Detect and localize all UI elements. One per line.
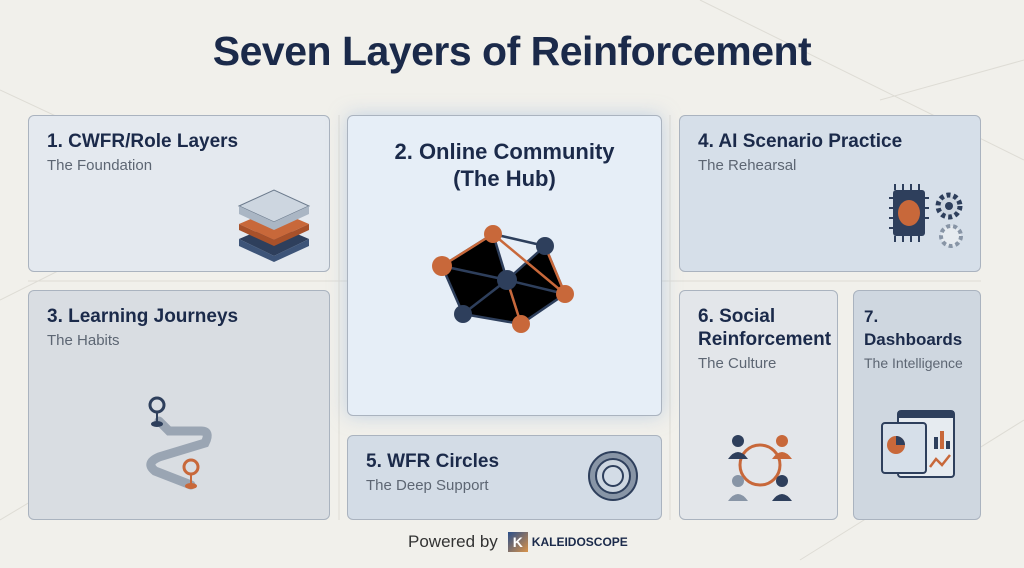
layer-card-wfr-circles: 5. WFR Circles The Deep Support [347, 435, 662, 520]
path-icon [146, 396, 212, 490]
dashboard-icon [881, 410, 955, 478]
layer-card-role-layers: 1. CWFR/Role Layers The Foundation [28, 115, 330, 272]
layer-subtitle: The Rehearsal [698, 157, 797, 174]
layer-subtitle: The Deep Support [366, 477, 489, 494]
kaleidoscope-logo: K KALEIDOSCOPE [507, 532, 628, 552]
layer-title: 3. Learning Journeys [47, 306, 239, 327]
layer-title: 7. Dashboards [864, 307, 963, 349]
layer-title: 5. WFR Circles [366, 451, 500, 472]
footer: Powered by K KALEIDOSCOPE [408, 532, 628, 552]
layer-subtitle: The Intelligence [864, 355, 963, 371]
layer-card-ai-scenario-practice: 4. AI Scenario Practice The Rehearsal [679, 115, 981, 272]
layer-card-social-reinforcement: 6. Social Reinforcement The Culture [679, 290, 838, 520]
layer-title: 6. Social [698, 306, 776, 327]
people-cycle-icon [728, 435, 792, 501]
brand-name: KALEIDOSCOPE [531, 535, 628, 549]
layer-subtitle: The Culture [698, 355, 777, 372]
layer-card-online-community: 2. Online Community (The Hub) [347, 115, 662, 416]
layer-subtitle: The Habits [47, 332, 120, 349]
ring-icon [588, 451, 638, 501]
layer-title-line2: Reinforcement [698, 329, 832, 350]
layer-title-line2: (The Hub) [453, 166, 556, 191]
layer-card-dashboards: 7. Dashboards The Intelligence [853, 290, 981, 520]
ai-chip-gears-icon [889, 184, 963, 248]
stacked-layers-icon [237, 189, 311, 262]
layer-subtitle: The Foundation [47, 157, 153, 174]
powered-by-label: Powered by [408, 532, 498, 551]
layer-title: 4. AI Scenario Practice [698, 131, 903, 152]
layer-card-learning-journeys: 3. Learning Journeys The Habits [28, 290, 330, 520]
kaleidoscope-logo-mark: K [507, 532, 528, 552]
network-icon [432, 225, 574, 333]
page-title: Seven Layers of Reinforcement [212, 28, 812, 74]
layer-title: 2. Online Community [394, 139, 615, 164]
layer-title: 1. CWFR/Role Layers [47, 131, 239, 152]
